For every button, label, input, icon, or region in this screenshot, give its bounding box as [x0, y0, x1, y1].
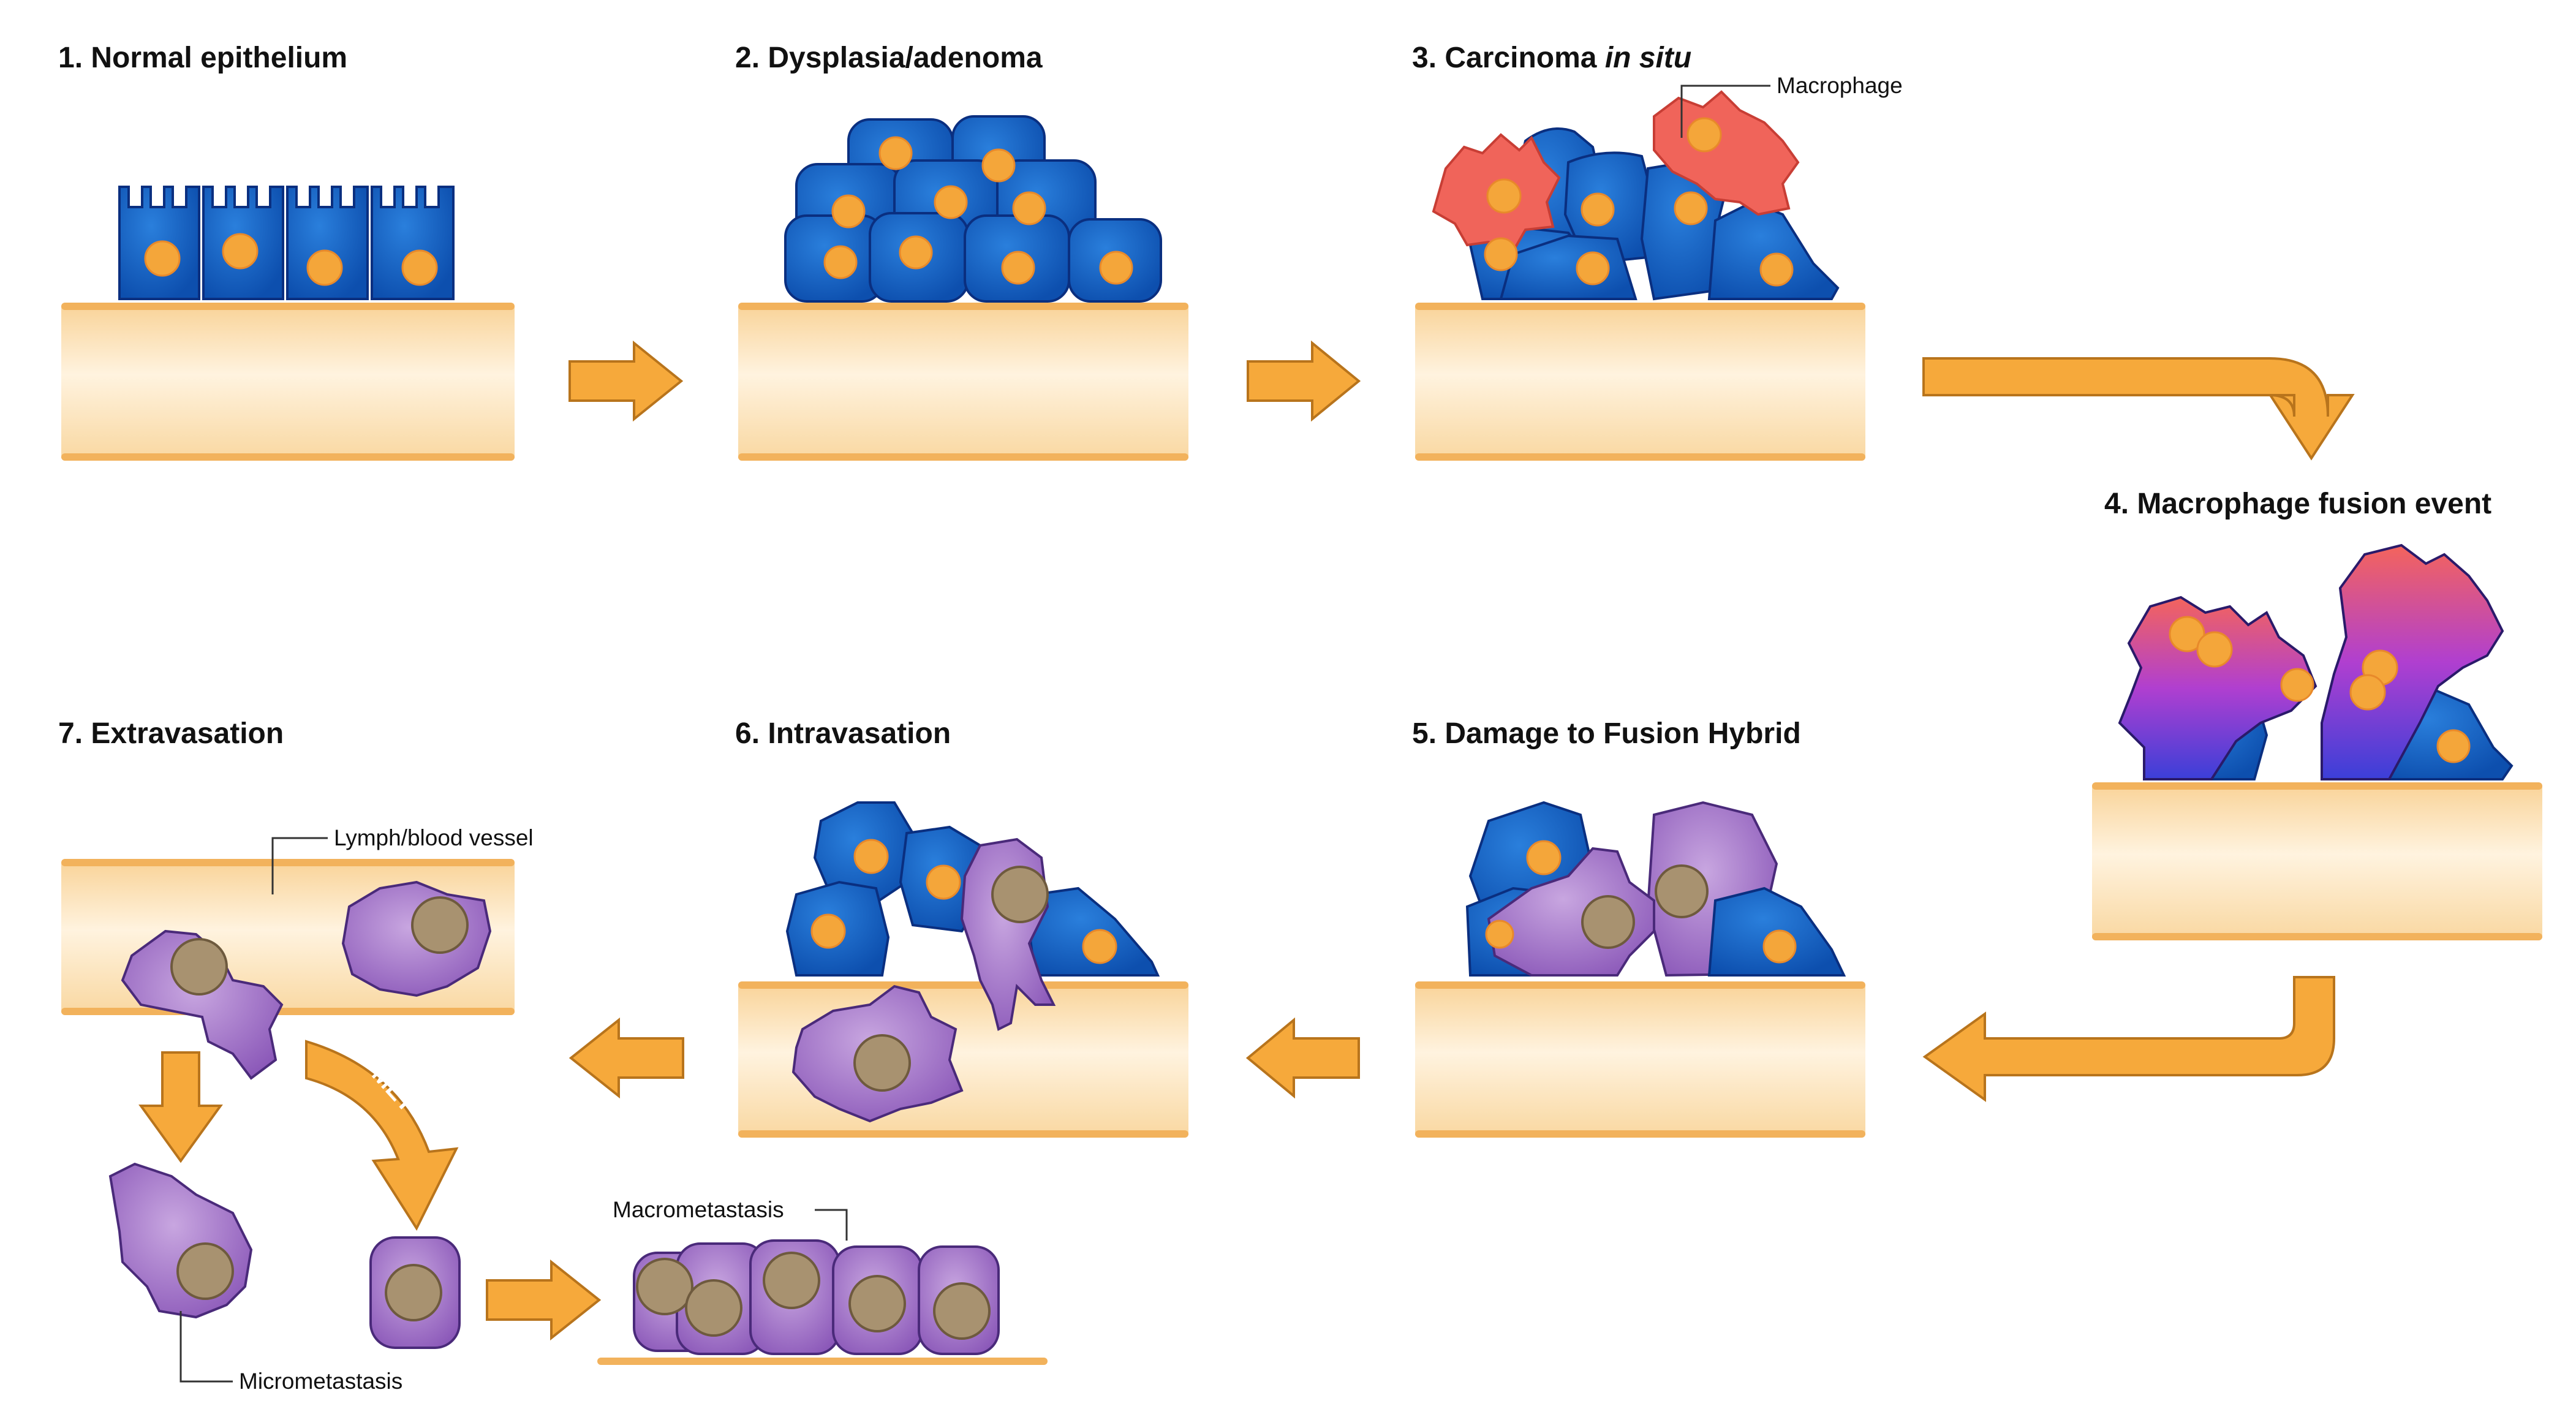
stage-1-title: 1. Normal epithelium	[58, 42, 347, 74]
stage-5-title: 5. Damage to Fusion Hybrid	[1412, 717, 1801, 750]
macrometastasis-cells	[633, 1239, 1000, 1355]
arrow-2-to-3	[1247, 340, 1361, 422]
vessel-callout: Lymph/blood vessel	[271, 825, 534, 894]
arrow-1-to-2	[568, 340, 684, 422]
normal-epithelial-cells	[118, 186, 455, 300]
macrometastasis-label: Macrometastasis	[613, 1197, 784, 1222]
micrometastasis-callout: Micrometastasis	[179, 1311, 402, 1394]
fusion-event-cells	[2118, 543, 2514, 780]
damaged-hybrid-cells	[1465, 801, 1846, 977]
stage-6-title: 6. Intravasation	[735, 717, 951, 750]
arrow-3-to-4	[1922, 357, 2355, 461]
carcinoma-cells	[1432, 90, 1840, 301]
macrophage-label: Macrophage	[1777, 73, 1903, 98]
arrow-down-to-micrometastasis	[138, 1051, 223, 1163]
macrophage-callout: Macrophage	[1680, 73, 1903, 138]
stage-7-title: 7. Extravasation	[58, 717, 284, 750]
stage-2-title: 2. Dysplasia/adenoma	[735, 42, 1043, 74]
macrometastasis-base-line	[597, 1358, 1048, 1365]
tissue-slab-stage-1	[61, 303, 515, 461]
vessel-label: Lymph/blood vessel	[334, 825, 534, 850]
arrow-5-to-6	[1245, 1017, 1360, 1099]
met-arrow: MET	[305, 1040, 459, 1231]
tissue-slab-stage-2	[738, 303, 1188, 461]
extravasation-cells	[108, 880, 492, 1349]
tissue-slab-stage-5	[1415, 981, 1865, 1138]
micrometastasis-label: Micrometastasis	[239, 1369, 402, 1394]
macrometastasis-callout: Macrometastasis	[613, 1197, 848, 1241]
stage-3-title: 3. Carcinoma in situ	[1412, 42, 1691, 74]
dysplastic-cells	[784, 115, 1162, 303]
intravasation-cells	[785, 801, 1160, 1123]
stage-4-title: 4. Macrophage fusion event	[2104, 488, 2491, 520]
tissue-slab-stage-4	[2092, 782, 2542, 940]
arrow-to-macrometastasis	[486, 1259, 602, 1341]
arrow-6-to-7	[568, 1017, 684, 1099]
arrow-4-to-5	[1922, 976, 2335, 1102]
tissue-slab-stage-3	[1415, 303, 1865, 461]
